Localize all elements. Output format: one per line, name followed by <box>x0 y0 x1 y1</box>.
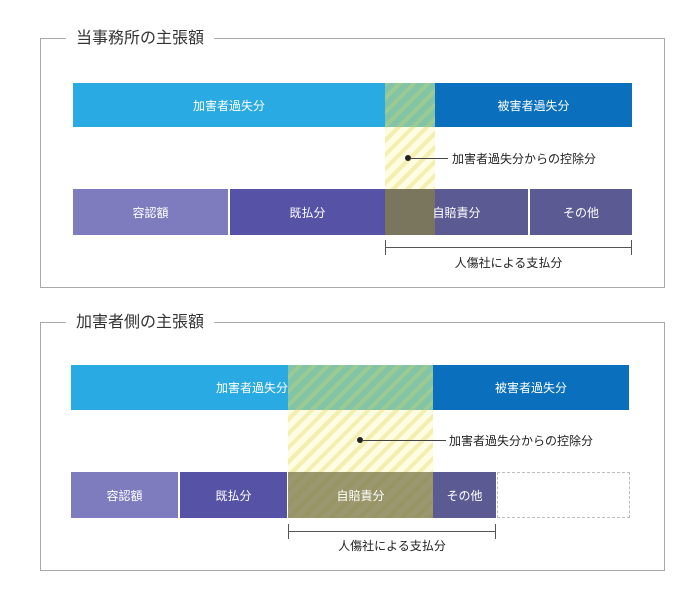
panel-our-firm-claim: 当事務所の主張額 <box>40 27 665 288</box>
callout-dot <box>405 155 411 161</box>
bracket-label: 人傷社による支払分 <box>454 256 563 270</box>
bracket-line <box>385 247 632 248</box>
bar-approved-amount: 容認額 <box>71 472 178 518</box>
bar-other: その他 <box>530 189 632 235</box>
bar-approved-amount: 容認額 <box>73 189 228 235</box>
panel-title: 加害者側の主張額 <box>66 311 215 333</box>
bar-compulsory-insurance-label: 自賠責分 <box>432 205 481 220</box>
bracket-line <box>288 531 496 532</box>
callout-leader-line <box>410 158 448 159</box>
bracket-right-tick <box>631 240 632 255</box>
bar-compulsory-insurance: 自賠責分 <box>336 488 385 503</box>
bar-assailant-fault: 加害者過失分 <box>215 381 288 395</box>
callout-label: 加害者過失分からの控除分 <box>452 152 597 166</box>
bar-victim-fault: 被害者過失分 <box>435 83 632 127</box>
bracket-left-tick <box>385 240 386 255</box>
bar-already-paid: 既払分 <box>180 472 287 518</box>
bracket-label: 人傷社による支払分 <box>338 539 446 553</box>
bar-empty-remainder <box>497 472 630 518</box>
callout-dot <box>357 437 363 443</box>
panel-defendant-claim: 加害者側の主張額 <box>40 311 665 571</box>
bar-already-paid: 既払分 <box>230 189 385 235</box>
bar-victim-fault: 被害者過失分 <box>433 365 629 410</box>
panel-title: 当事務所の主張額 <box>66 27 215 49</box>
callout-leader-line <box>362 440 446 441</box>
bracket-left-tick <box>288 524 289 539</box>
bar-assailant-fault: 加害者過失分 <box>73 83 385 127</box>
bar-other: その他 <box>433 472 496 518</box>
callout-label: 加害者過失分からの控除分 <box>449 434 594 448</box>
bracket-right-tick <box>495 524 496 539</box>
